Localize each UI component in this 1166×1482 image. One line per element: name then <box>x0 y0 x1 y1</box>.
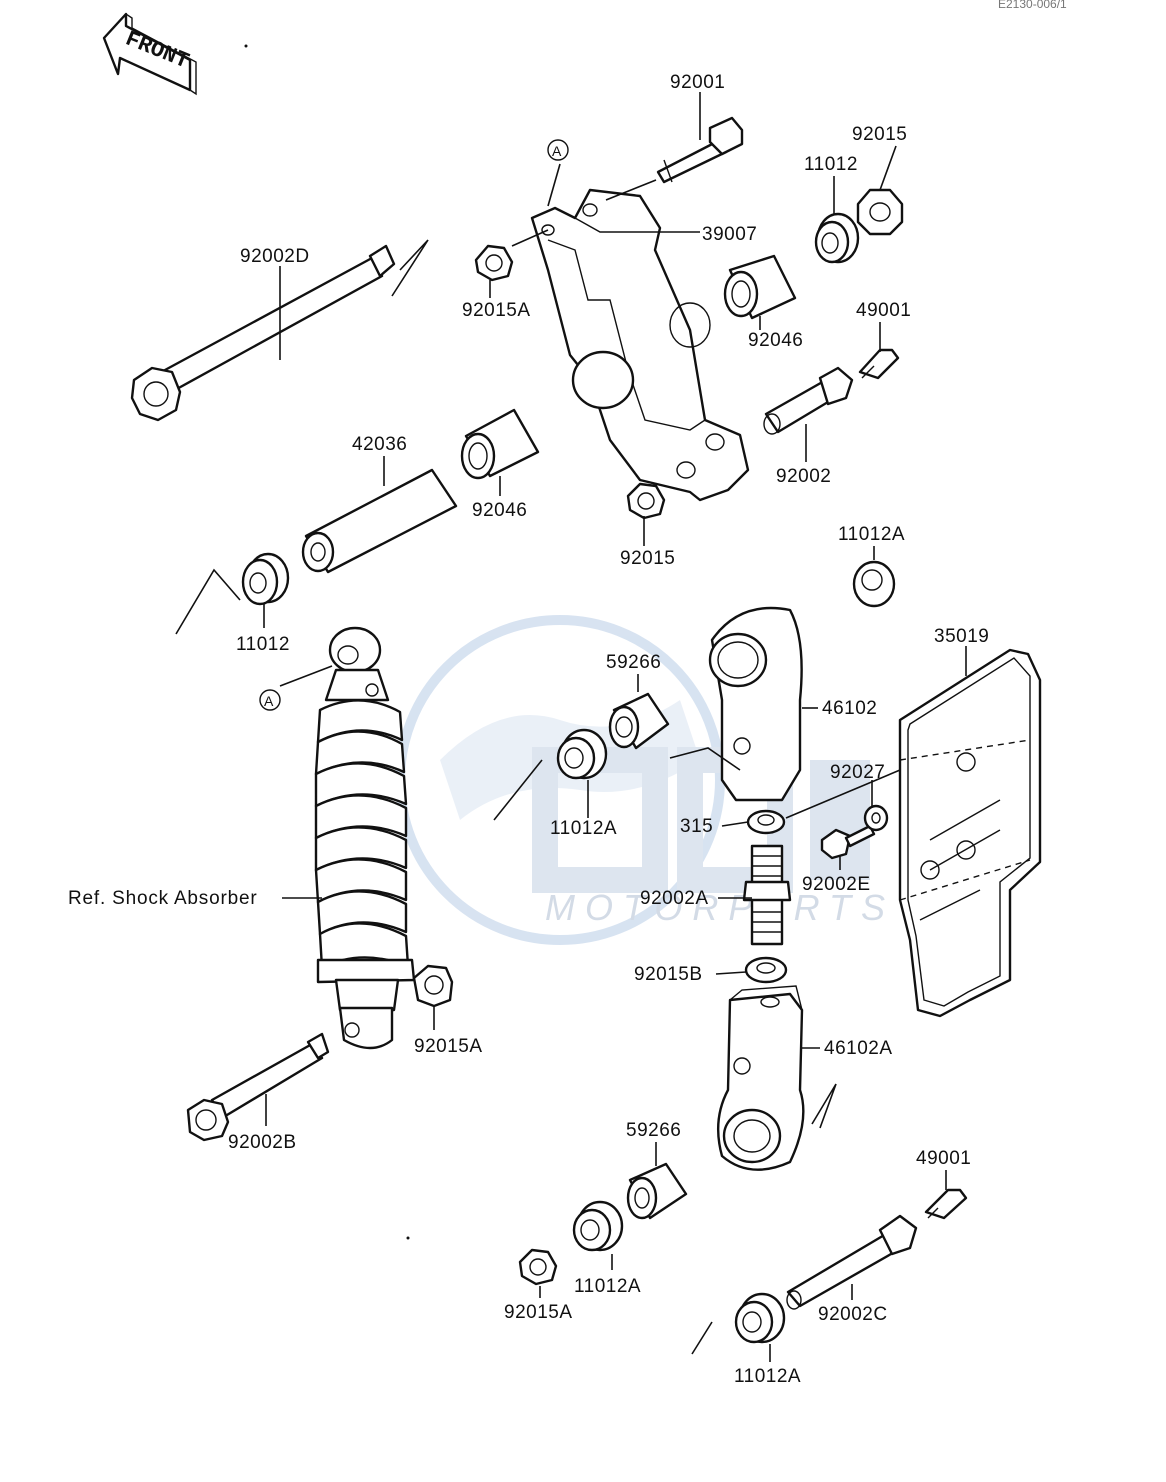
label-11012-left: 11012 <box>236 634 290 655</box>
tie-rod-46102 <box>708 606 803 802</box>
label-92002A: 92002A <box>640 888 709 909</box>
label-59266-top: 59266 <box>606 652 661 673</box>
nut-92015B <box>744 956 788 984</box>
grease-nipple-49001-top <box>858 348 900 380</box>
label-42036: 42036 <box>352 434 407 455</box>
label-59266-bottom: 59266 <box>626 1120 681 1141</box>
label-92002: 92002 <box>776 466 831 487</box>
label-92002D: 92002D <box>240 246 310 267</box>
label-92015B: 92015B <box>634 964 703 985</box>
nut-92015-top <box>856 188 904 236</box>
label-46102: 46102 <box>822 698 877 719</box>
sleeve-42036 <box>301 468 458 574</box>
label-92046-mid: 92046 <box>472 500 527 521</box>
label-49001-top: 49001 <box>856 300 911 321</box>
nut-315 <box>746 809 786 835</box>
nut-92015A-mid <box>412 964 454 1008</box>
bolt-92002E <box>820 824 876 860</box>
bolt-92002-right <box>763 366 854 435</box>
label-35019: 35019 <box>934 626 989 647</box>
label-92002C: 92002C <box>818 1304 888 1325</box>
bolt-92002D <box>130 244 396 422</box>
rocker-arm-39007 <box>530 188 750 502</box>
label-315: 315 <box>680 816 713 837</box>
bushing-59266-top <box>608 692 670 750</box>
nut-92015A-top <box>474 244 514 282</box>
label-11012A-bottom: 11012A <box>574 1276 641 1297</box>
label-92001: 92001 <box>670 72 725 93</box>
label-92015-top: 92015 <box>852 124 907 145</box>
label-39007: 39007 <box>702 224 757 245</box>
label-11012A-last: 11012A <box>734 1366 801 1387</box>
tie-rod-46102A <box>717 985 805 1171</box>
label-49001-bottom: 49001 <box>916 1148 971 1169</box>
collar-11012-left <box>241 552 290 606</box>
bolt-92002B <box>186 1032 330 1142</box>
rod-92002A <box>742 844 792 946</box>
label-11012-top: 11012 <box>804 154 858 175</box>
label-92015-mid: 92015 <box>620 548 675 569</box>
label-92027: 92027 <box>830 762 885 783</box>
label-11012A-mid: 11012A <box>550 818 617 839</box>
collar-11012-top <box>814 212 860 264</box>
front-arrow-icon: FRONT <box>102 12 197 96</box>
collar-11012A-right <box>852 560 896 608</box>
shock-absorber <box>314 626 416 1050</box>
label-92015A-top: 92015A <box>462 300 531 321</box>
collar-11012A-mid <box>556 728 608 780</box>
bearing-92046-mid <box>460 408 540 480</box>
bolt-92001 <box>656 116 744 184</box>
svg-text:A: A <box>552 143 562 159</box>
nut-92015-mid <box>626 482 666 520</box>
bushing-59266-bottom <box>626 1162 688 1220</box>
nut-92015A-bottom <box>518 1248 558 1286</box>
assembly-lines <box>175 163 901 1355</box>
ref-marker-top: A <box>547 139 569 161</box>
collar-11012A-last <box>734 1292 786 1344</box>
bearing-92046-right <box>723 254 797 320</box>
label-92046-right: 92046 <box>748 330 803 351</box>
watermark-sub: MOTORPARTS <box>545 887 895 928</box>
label-11012A-right: 11012A <box>838 524 905 545</box>
label-92002B: 92002B <box>228 1132 297 1153</box>
label-46102A: 46102A <box>824 1038 893 1059</box>
washer-92027 <box>863 804 889 832</box>
label-92015A-mid: 92015A <box>414 1036 483 1057</box>
ref-marker-shock: A <box>259 689 281 711</box>
guard-35019 <box>898 648 1042 1018</box>
grease-nipple-49001-bottom <box>924 1188 968 1220</box>
bolt-92002C <box>786 1214 918 1310</box>
label-92015A-bottom: 92015A <box>504 1302 573 1323</box>
label-ref-shock-absorber: Ref. Shock Absorber <box>68 888 257 909</box>
diagram-code: E2130-006/1 <box>998 0 1067 11</box>
svg-text:A: A <box>264 693 274 709</box>
shock-spring <box>314 699 410 970</box>
part-labels: 92001 92015 11012 39007 92002D 92015A 92… <box>68 72 989 1387</box>
leader-lines <box>263 92 967 1362</box>
collar-11012A-bottom <box>572 1200 624 1252</box>
label-92002E: 92002E <box>802 874 871 895</box>
